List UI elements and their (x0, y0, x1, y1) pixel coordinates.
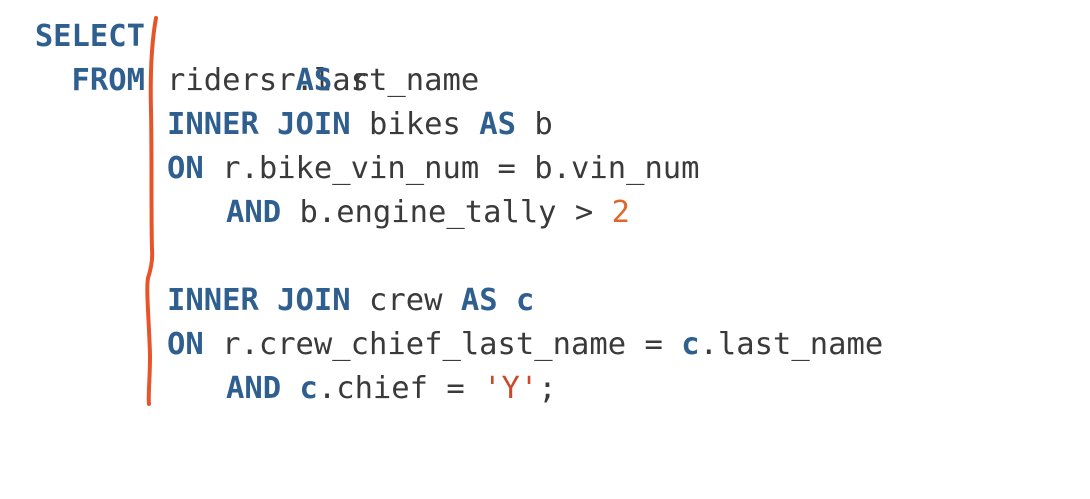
and-keyword: AND (226, 195, 282, 230)
code-line-5: AND b.engine_tally > 2 (0, 191, 1090, 235)
statement-terminator: ; (538, 371, 557, 406)
code-line-7: ON r.crew_chief_last_name = c.last_name (0, 323, 1090, 367)
code-line-8: AND c.chief = 'Y'; (0, 367, 1090, 411)
as-keyword: AS (295, 63, 333, 98)
table-alias: c (515, 283, 535, 318)
join-condition: r.bike_vin_num = b.vin_num (222, 151, 700, 186)
join-table: bikes (369, 107, 461, 142)
alias-reference: c (299, 371, 318, 406)
join-condition-right: .last_name (699, 327, 884, 362)
as-keyword: AS (460, 283, 498, 318)
and-condition: b.engine_tally > (299, 195, 612, 230)
from-table: riders (167, 63, 278, 98)
code-line-4: ON r.bike_vin_num = b.vin_num (0, 147, 1090, 191)
code-line-3: INNER JOIN bikes AS b (0, 103, 1090, 147)
string-literal: 'Y' (483, 371, 539, 406)
alias-reference: c (681, 327, 700, 362)
table-alias: r (350, 63, 370, 98)
table-alias: b (534, 107, 553, 142)
code-line-2: FROM riders AS r (0, 59, 1090, 103)
inner-join-keyword: INNER JOIN (167, 107, 351, 142)
and-keyword: AND (226, 371, 282, 406)
code-line-1: SELECT r.last_name (0, 15, 1090, 98)
select-column: r.last_name (277, 63, 480, 98)
from-keyword: FROM (71, 63, 145, 98)
as-keyword: AS (479, 107, 516, 142)
select-keyword: SELECT (34, 19, 145, 54)
sql-code-block: SELECT r.last_name FROM riders AS r INNE… (0, 15, 1090, 411)
inner-join-keyword: INNER JOIN (167, 283, 351, 318)
code-line-6: INNER JOIN crew AS c (0, 279, 1090, 323)
and-condition: .chief = (317, 371, 484, 406)
join-table: crew (369, 283, 443, 318)
number-literal: 2 (611, 195, 631, 230)
on-keyword: ON (167, 327, 204, 362)
on-keyword: ON (167, 151, 204, 186)
join-condition-left: r.crew_chief_last_name = (222, 327, 682, 362)
